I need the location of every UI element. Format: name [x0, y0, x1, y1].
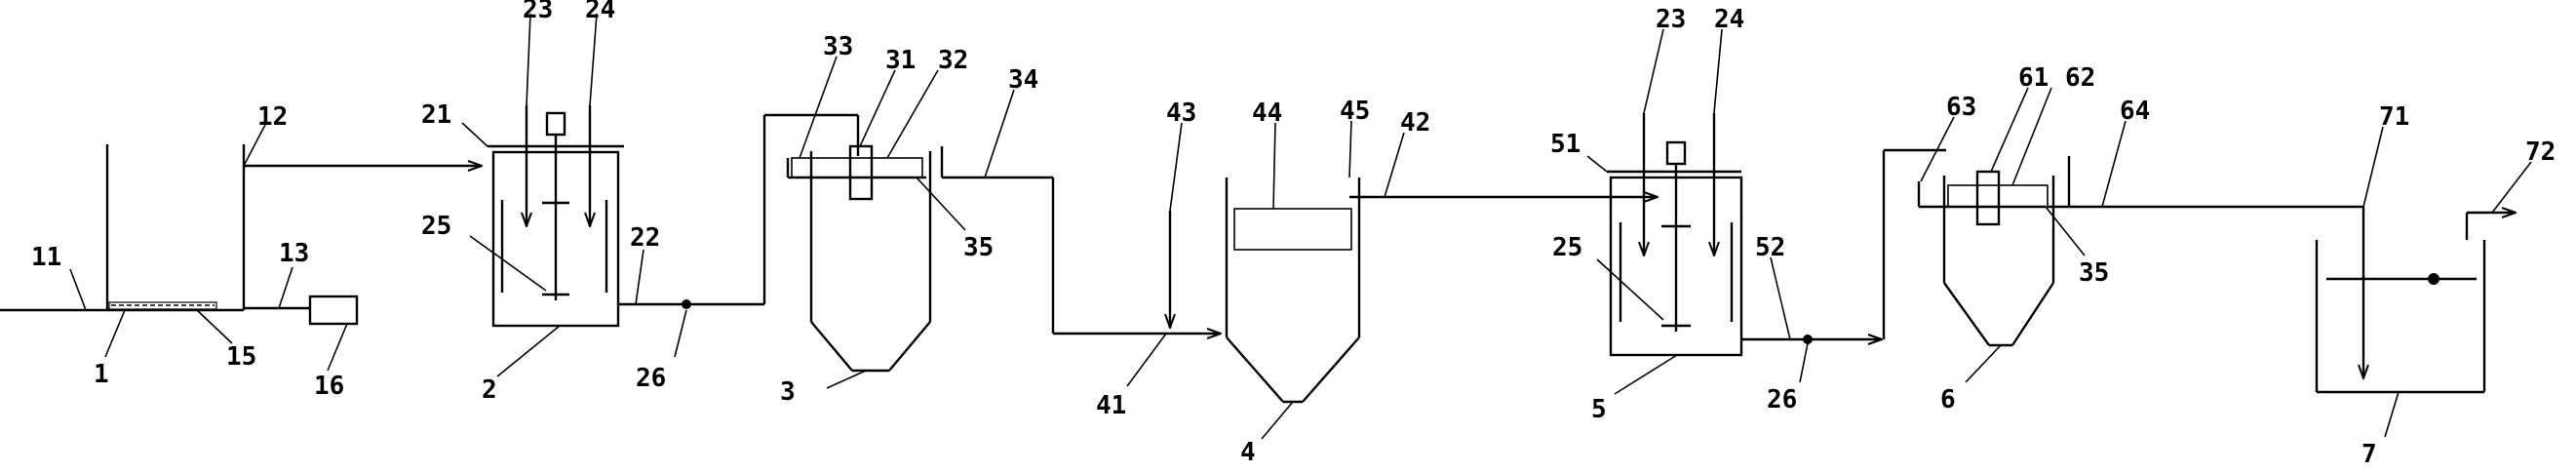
- unit-6-settler: [1917, 156, 2363, 347]
- motor-icon: [1665, 140, 1687, 166]
- label-6: 6: [1940, 385, 1956, 414]
- unit-1-inlet-tank: [0, 144, 482, 326]
- label-34: 34: [1008, 65, 1038, 95]
- label-1: 1: [94, 360, 109, 389]
- label-5: 5: [1591, 395, 1607, 424]
- label-33: 33: [823, 32, 853, 61]
- unit-3-settler: [786, 144, 1221, 373]
- label-44: 44: [1252, 99, 1282, 128]
- leader-lines: [69, 13, 2532, 440]
- label-32: 32: [938, 46, 968, 75]
- label-45: 45: [1340, 97, 1370, 126]
- label-64: 64: [2120, 97, 2150, 126]
- unit-4-filter: [1170, 177, 1658, 404]
- label-63: 63: [1946, 93, 1976, 122]
- label-4: 4: [1240, 438, 1256, 467]
- part-labels: 11 1 15 12 13 16 21 23 24 25 2 22 26 33 …: [31, 0, 2556, 469]
- central-tube-31: [848, 144, 874, 201]
- label-62: 62: [2065, 63, 2095, 93]
- label-52: 52: [1755, 233, 1785, 262]
- unit-7-clear-tank: [2315, 207, 2516, 394]
- label-26-second: 26: [1767, 385, 1797, 414]
- label-11: 11: [31, 243, 61, 272]
- label-71: 71: [2379, 102, 2409, 132]
- label-2: 2: [482, 375, 497, 405]
- label-23: 23: [523, 0, 553, 24]
- label-16: 16: [314, 372, 344, 401]
- unit-5-reactor: [1607, 113, 1946, 357]
- label-12: 12: [257, 102, 288, 132]
- label-35: 35: [963, 233, 994, 262]
- media-44: [1233, 208, 1352, 251]
- filter-32: [791, 157, 923, 178]
- label-72: 72: [2525, 138, 2556, 167]
- label-25-second: 25: [1552, 233, 1582, 262]
- motor-icon: [545, 111, 566, 137]
- pump-26: [682, 299, 691, 309]
- label-24-second: 24: [1714, 5, 1744, 34]
- label-23-second: 23: [1656, 5, 1686, 34]
- label-13: 13: [279, 239, 309, 268]
- label-43: 43: [1166, 99, 1196, 128]
- label-41: 41: [1096, 391, 1126, 420]
- label-15: 15: [226, 342, 256, 372]
- unit-2-reactor: [488, 105, 860, 328]
- label-24: 24: [585, 0, 615, 24]
- label-26: 26: [636, 364, 666, 393]
- label-42: 42: [1400, 108, 1430, 138]
- label-22: 22: [630, 223, 660, 253]
- central-tube-61: [1975, 170, 2001, 226]
- blower-16: [308, 295, 359, 326]
- pump-26: [1803, 335, 1813, 344]
- label-25: 25: [421, 212, 451, 241]
- label-31: 31: [885, 46, 916, 75]
- label-3: 3: [780, 377, 796, 407]
- label-7: 7: [2361, 440, 2377, 469]
- label-61: 61: [2018, 63, 2049, 93]
- label-21: 21: [421, 100, 451, 130]
- label-35-second: 35: [2079, 258, 2109, 288]
- label-51: 51: [1550, 130, 1581, 159]
